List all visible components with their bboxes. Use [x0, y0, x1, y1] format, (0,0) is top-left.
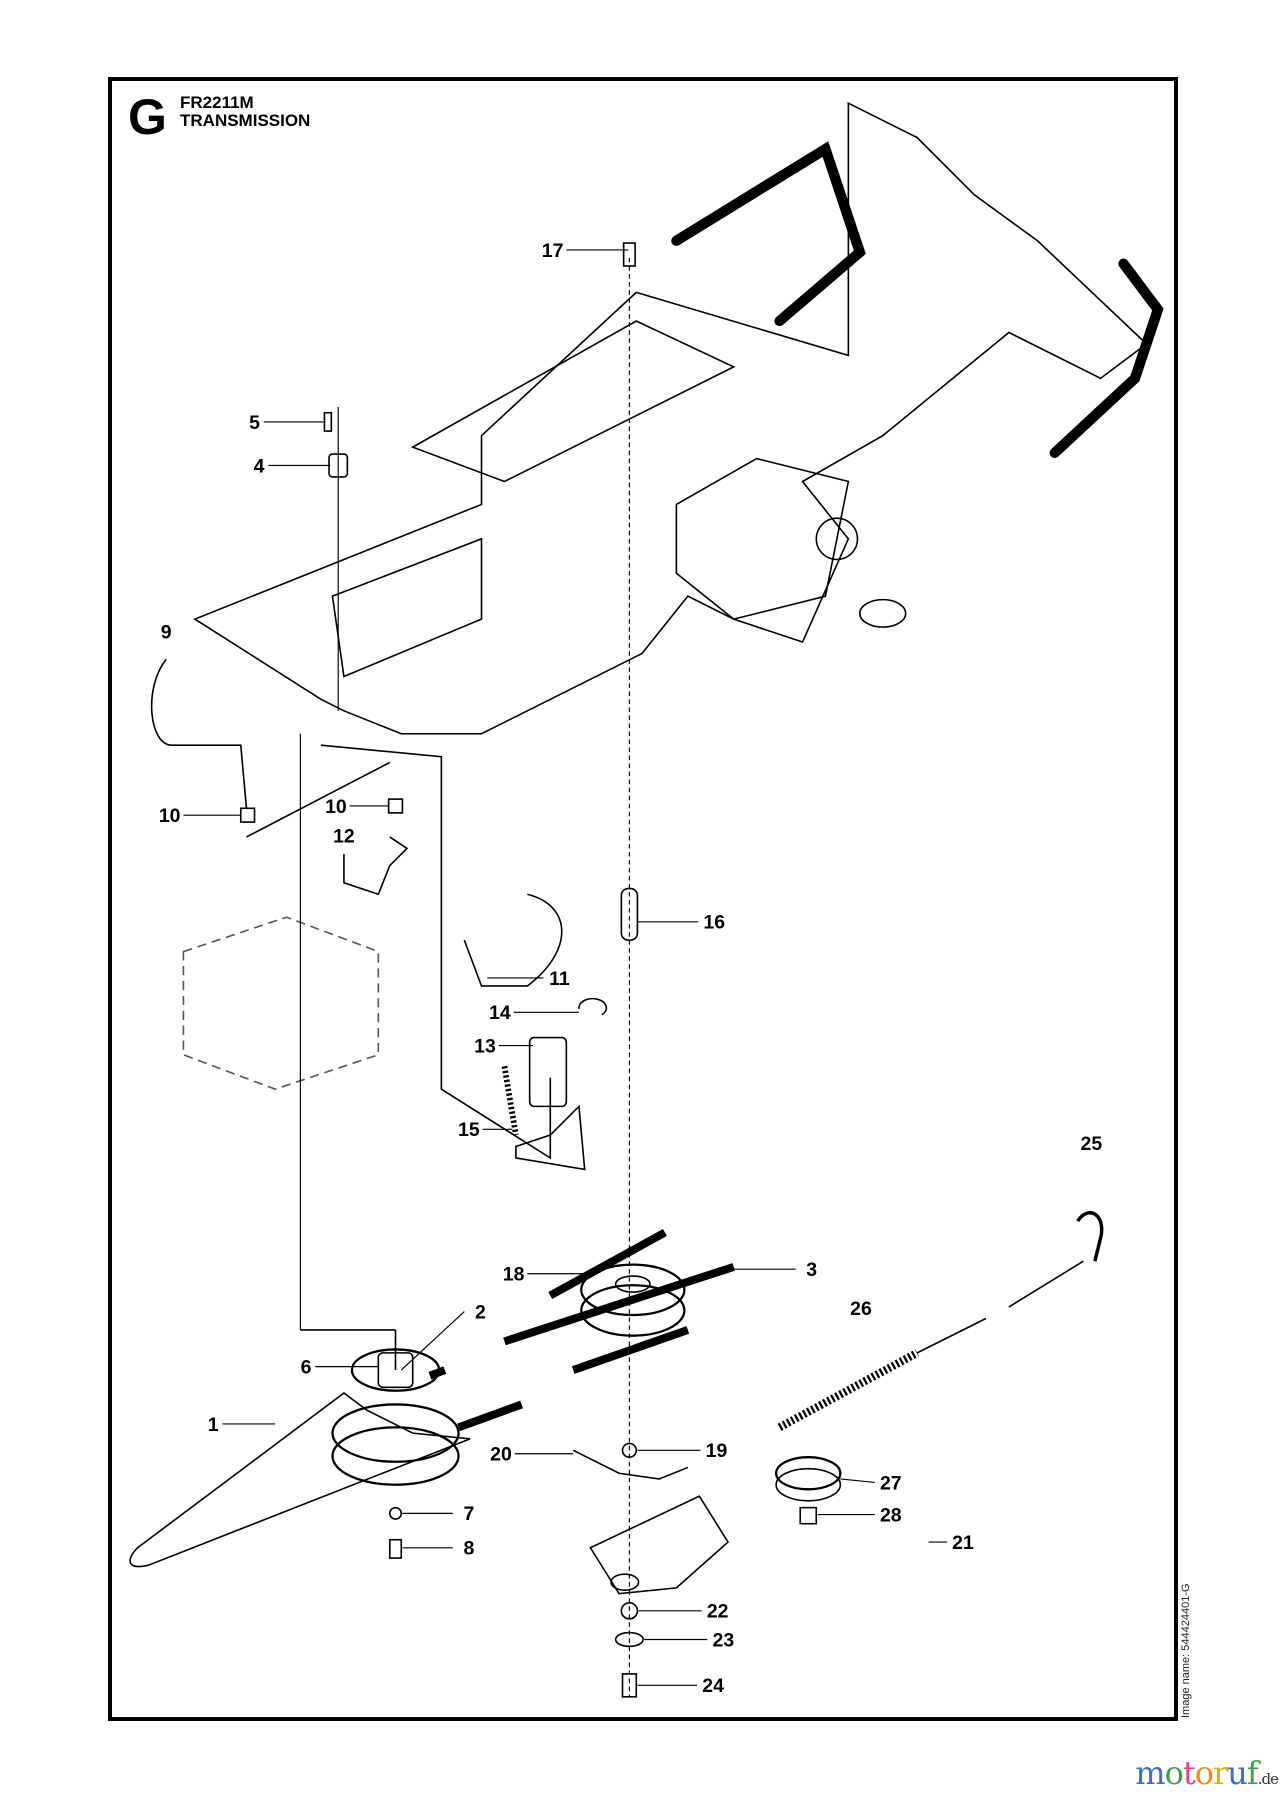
bracket-20 [572, 1449, 689, 1480]
callout-10: 10 [325, 796, 347, 818]
callout-25: 25 [1081, 1133, 1103, 1155]
callout-leader [840, 1478, 875, 1483]
sleeve-13 [528, 1036, 568, 1108]
callout-15: 15 [458, 1119, 480, 1141]
belt-segment [457, 1400, 523, 1432]
diagram-title: TRANSMISSION [180, 111, 311, 130]
image-name: Image name: 544424401-G [1180, 1583, 1192, 1718]
callout-27: 27 [880, 1472, 902, 1494]
callout-24: 24 [702, 1675, 724, 1697]
callout-leader [400, 1311, 465, 1371]
watermark-letter: r [1213, 1754, 1228, 1792]
pin-16 [620, 887, 639, 941]
belt-segment [503, 1263, 735, 1346]
callout-26: 26 [850, 1298, 872, 1320]
belt-1 [129, 1391, 471, 1568]
strap-11 [463, 893, 563, 987]
belt-segment [548, 1228, 667, 1300]
section-letter: G [128, 89, 167, 145]
callout-28: 28 [880, 1504, 902, 1526]
callout-labels: 17 5 4 9 10 10 12 16 11 14 13 15 25 18 3 2 26 6 1 19 20 27 28 2… [159, 240, 1103, 1697]
callout-21: 21 [952, 1532, 974, 1554]
callout-2: 2 [475, 1301, 486, 1323]
watermark-letter: f [1246, 1754, 1259, 1792]
spring-15 [501, 1065, 519, 1136]
callout-18: 18 [503, 1264, 525, 1286]
watermark-letter: u [1227, 1754, 1248, 1792]
callout-6: 6 [301, 1357, 312, 1379]
rollbar [671, 141, 866, 327]
nut-28 [799, 1506, 818, 1525]
diagram-frame [108, 77, 1178, 1721]
washer-7 [388, 1506, 403, 1520]
callout-14: 14 [489, 1002, 511, 1024]
transaxle-outline [182, 916, 380, 1091]
spring-26 [777, 1349, 920, 1431]
callout-3: 3 [806, 1259, 817, 1281]
callout-13: 13 [474, 1035, 496, 1057]
callout-4: 4 [254, 455, 265, 477]
idler-arm-21 [589, 1495, 730, 1595]
callout-7: 7 [463, 1503, 474, 1525]
washer-19 [621, 1442, 638, 1458]
cable [916, 1260, 1084, 1354]
nut-10a [239, 807, 256, 823]
chassis-frame [193, 101, 1148, 735]
bolt-17 [622, 242, 636, 267]
bracket-12 [343, 836, 409, 896]
callout-16: 16 [703, 912, 725, 934]
callout-1: 1 [208, 1414, 219, 1436]
pulley-18 [580, 1263, 686, 1317]
idler-27 [774, 1456, 842, 1491]
model-number: FR2211M [180, 93, 254, 112]
drive-belts [428, 1228, 735, 1432]
belt-segment [571, 1326, 690, 1374]
rod-9 [150, 658, 248, 809]
bolt-8 [388, 1538, 403, 1559]
callout-20: 20 [490, 1444, 512, 1466]
bolt-24 [621, 1673, 638, 1698]
belt-segment [428, 1366, 447, 1380]
callout-17: 17 [542, 240, 564, 262]
watermark-letter: t [1182, 1754, 1196, 1792]
watermark-tld: .de [1257, 1770, 1279, 1788]
watermark-letter: o [1194, 1754, 1214, 1792]
watermark-letter: o [1164, 1754, 1184, 1792]
watermark-logo: motoruf.de [1135, 1754, 1279, 1792]
cable-clip-25 [1076, 1211, 1104, 1262]
callout-8: 8 [463, 1538, 474, 1560]
callout-5: 5 [249, 412, 260, 434]
washer-23 [614, 1631, 644, 1648]
callout-10: 10 [159, 805, 181, 827]
nut-10b [387, 798, 404, 814]
callout-19: 19 [706, 1440, 728, 1462]
watermark-letter: m [1135, 1754, 1165, 1792]
callout-9: 9 [161, 622, 172, 644]
washer-22 [620, 1601, 639, 1620]
callout-22: 22 [707, 1601, 729, 1623]
callout-11: 11 [549, 968, 570, 990]
callout-12: 12 [333, 826, 355, 848]
circlip-14 [578, 997, 608, 1016]
callout-23: 23 [713, 1629, 735, 1651]
